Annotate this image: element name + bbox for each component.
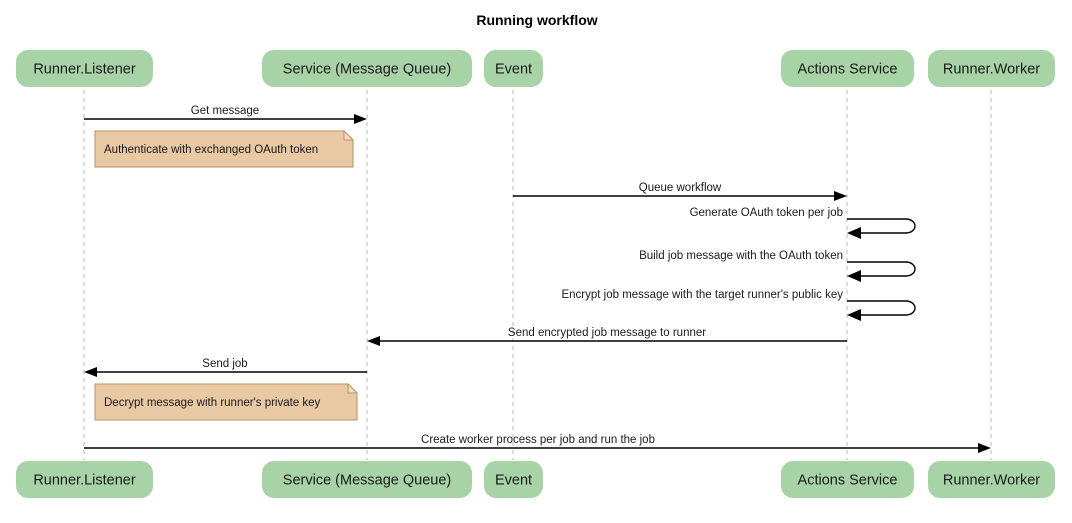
arrowhead-left-icon <box>847 309 861 321</box>
message-label: Queue workflow <box>639 182 722 194</box>
participant-runner-worker-top[interactable]: Runner.Worker <box>928 50 1055 87</box>
participant-runner-listener-bottom[interactable]: Runner.Listener <box>16 461 153 498</box>
participant-box[interactable] <box>484 461 543 498</box>
note-authenticate-with-exchanged-oauth-token: Authenticate with exchanged OAuth token <box>94 129 355 168</box>
arrowhead-left-icon <box>367 336 380 346</box>
page-title: Running workflow <box>476 12 597 28</box>
note-label: Authenticate with exchanged OAuth token <box>104 144 318 156</box>
arrowhead-right-icon <box>834 191 847 201</box>
message-label: Generate OAuth token per job <box>690 207 843 219</box>
participant-box[interactable] <box>781 50 914 87</box>
lifelines-group <box>83 90 992 460</box>
participant-box[interactable] <box>781 461 914 498</box>
arrowhead-left-icon <box>84 367 97 377</box>
message-get-message: Get message <box>84 105 367 124</box>
message-generate-oauth-token-per-job: Generate OAuth token per job <box>690 207 916 239</box>
participants-top: Runner.Listener Service (Message Queue) … <box>16 50 1055 87</box>
participant-actions-service-top[interactable]: Actions Service <box>781 50 914 87</box>
participant-label: Actions Service <box>798 61 898 77</box>
message-encrypt-job-message-with-the-target-runners-public-key: Encrypt job message with the target runn… <box>561 289 916 321</box>
participant-actions-service-bottom[interactable]: Actions Service <box>781 461 914 498</box>
message-label: Build job message with the OAuth token <box>639 250 843 262</box>
participant-service-message-queue-top[interactable]: Service (Message Queue) <box>262 50 472 87</box>
message-label: Send job <box>202 358 247 370</box>
message-label: Get message <box>191 105 259 117</box>
arrowhead-right-icon <box>978 443 991 453</box>
note-decrypt-message-with-runners-private-key: Decrypt message with runner's private ke… <box>94 382 359 421</box>
participant-service-message-queue-bottom[interactable]: Service (Message Queue) <box>262 461 472 498</box>
message-label: Send encrypted job message to runner <box>508 327 706 339</box>
note-label: Decrypt message with runner's private ke… <box>104 397 321 409</box>
participants-bottom: Runner.Listener Service (Message Queue) … <box>16 461 1055 498</box>
participant-box[interactable] <box>16 461 153 498</box>
participant-label: Runner.Worker <box>943 61 1040 77</box>
participant-label: Runner.Listener <box>33 472 136 488</box>
participant-box[interactable] <box>262 50 472 87</box>
participant-label: Service (Message Queue) <box>283 472 451 488</box>
participant-box[interactable] <box>262 461 472 498</box>
self-loop-line <box>847 261 916 277</box>
participant-event-bottom[interactable]: Event <box>484 461 543 498</box>
self-loop-line <box>847 218 916 234</box>
arrowhead-right-icon <box>354 114 367 124</box>
participant-event-top[interactable]: Event <box>484 50 543 87</box>
arrowhead-left-icon <box>847 270 861 282</box>
participant-label: Event <box>495 61 532 77</box>
message-label: Encrypt job message with the target runn… <box>561 289 843 301</box>
message-label: Create worker process per job and run th… <box>421 434 655 446</box>
participant-box[interactable] <box>16 50 153 87</box>
participant-runner-worker-bottom[interactable]: Runner.Worker <box>928 461 1055 498</box>
message-send-job: Send job <box>84 358 367 377</box>
message-create-worker-process-per-job-and-run-the-job: Create worker process per job and run th… <box>84 434 991 453</box>
participant-box[interactable] <box>928 50 1055 87</box>
self-loop-line <box>847 300 916 316</box>
participant-label: Event <box>495 472 532 488</box>
note-fold-icon <box>343 129 355 141</box>
message-queue-workflow: Queue workflow <box>513 182 847 201</box>
participant-box[interactable] <box>928 461 1055 498</box>
participant-runner-listener-top[interactable]: Runner.Listener <box>16 50 153 87</box>
message-build-job-message-with-the-oauth-token: Build job message with the OAuth token <box>639 250 916 282</box>
participant-label: Service (Message Queue) <box>283 61 451 77</box>
participant-label: Actions Service <box>798 472 898 488</box>
participant-label: Runner.Listener <box>33 61 136 77</box>
note-body <box>94 383 358 421</box>
message-send-encrypted-job-message-to-runner: Send encrypted job message to runner <box>367 327 847 346</box>
note-fold-icon <box>347 382 359 394</box>
arrowhead-left-icon <box>847 227 861 239</box>
participant-label: Runner.Worker <box>943 472 1040 488</box>
participant-box[interactable] <box>484 50 543 87</box>
note-body <box>94 130 354 168</box>
